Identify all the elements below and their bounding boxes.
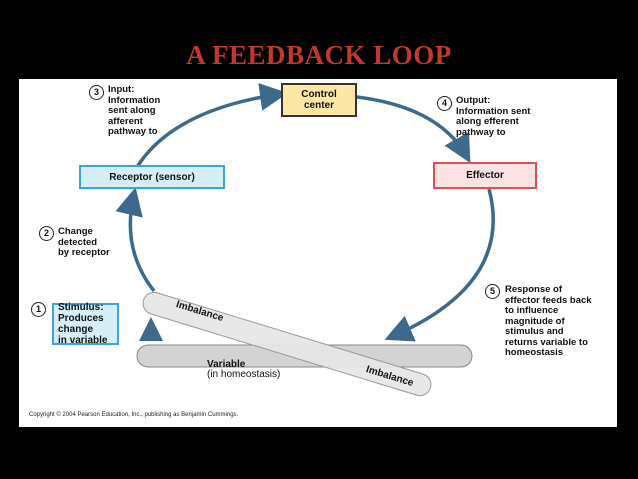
- step-4-text: Output: Information sent along efferent …: [456, 95, 531, 138]
- step-5-text: Response of effector feeds back to influ…: [505, 284, 592, 358]
- variable-label: Variable (in homeostasis): [207, 349, 280, 381]
- step-4-number: 4: [437, 96, 452, 111]
- slide-title: A FEEDBACK LOOP: [186, 40, 452, 70]
- step-1-number: 1: [31, 302, 46, 317]
- effector-box: Effector: [433, 162, 537, 189]
- step-3-text: Input: Information sent along afferent p…: [108, 84, 161, 137]
- step-3-number: 3: [89, 85, 104, 100]
- imbalance-bar: [142, 291, 432, 397]
- step-5-number: 5: [485, 284, 500, 299]
- afferent-arrow: [135, 83, 288, 168]
- step-2-text: Change detected by receptor: [58, 226, 110, 258]
- step-2-number: 2: [39, 226, 54, 241]
- variable-label-suffix: (in homeostasis): [207, 369, 281, 380]
- feedback-loop-arrows: [115, 83, 495, 397]
- copyright-text: Copyright © 2004 Pearson Education, Inc.…: [29, 412, 239, 418]
- control-center-box: Control center: [281, 83, 357, 117]
- receptor-box: Receptor (sensor): [79, 165, 225, 189]
- variable-label-prefix: Variable: [207, 358, 246, 370]
- stimulus-box: Stimulus: Produces change in variable: [52, 302, 119, 346]
- detection-arrow: [115, 187, 156, 293]
- feedback-arrow: [384, 188, 495, 342]
- diagram-panel: Variable (in homeostasis) Imbalance Imba…: [19, 79, 617, 427]
- efferent-arrow: [356, 95, 471, 164]
